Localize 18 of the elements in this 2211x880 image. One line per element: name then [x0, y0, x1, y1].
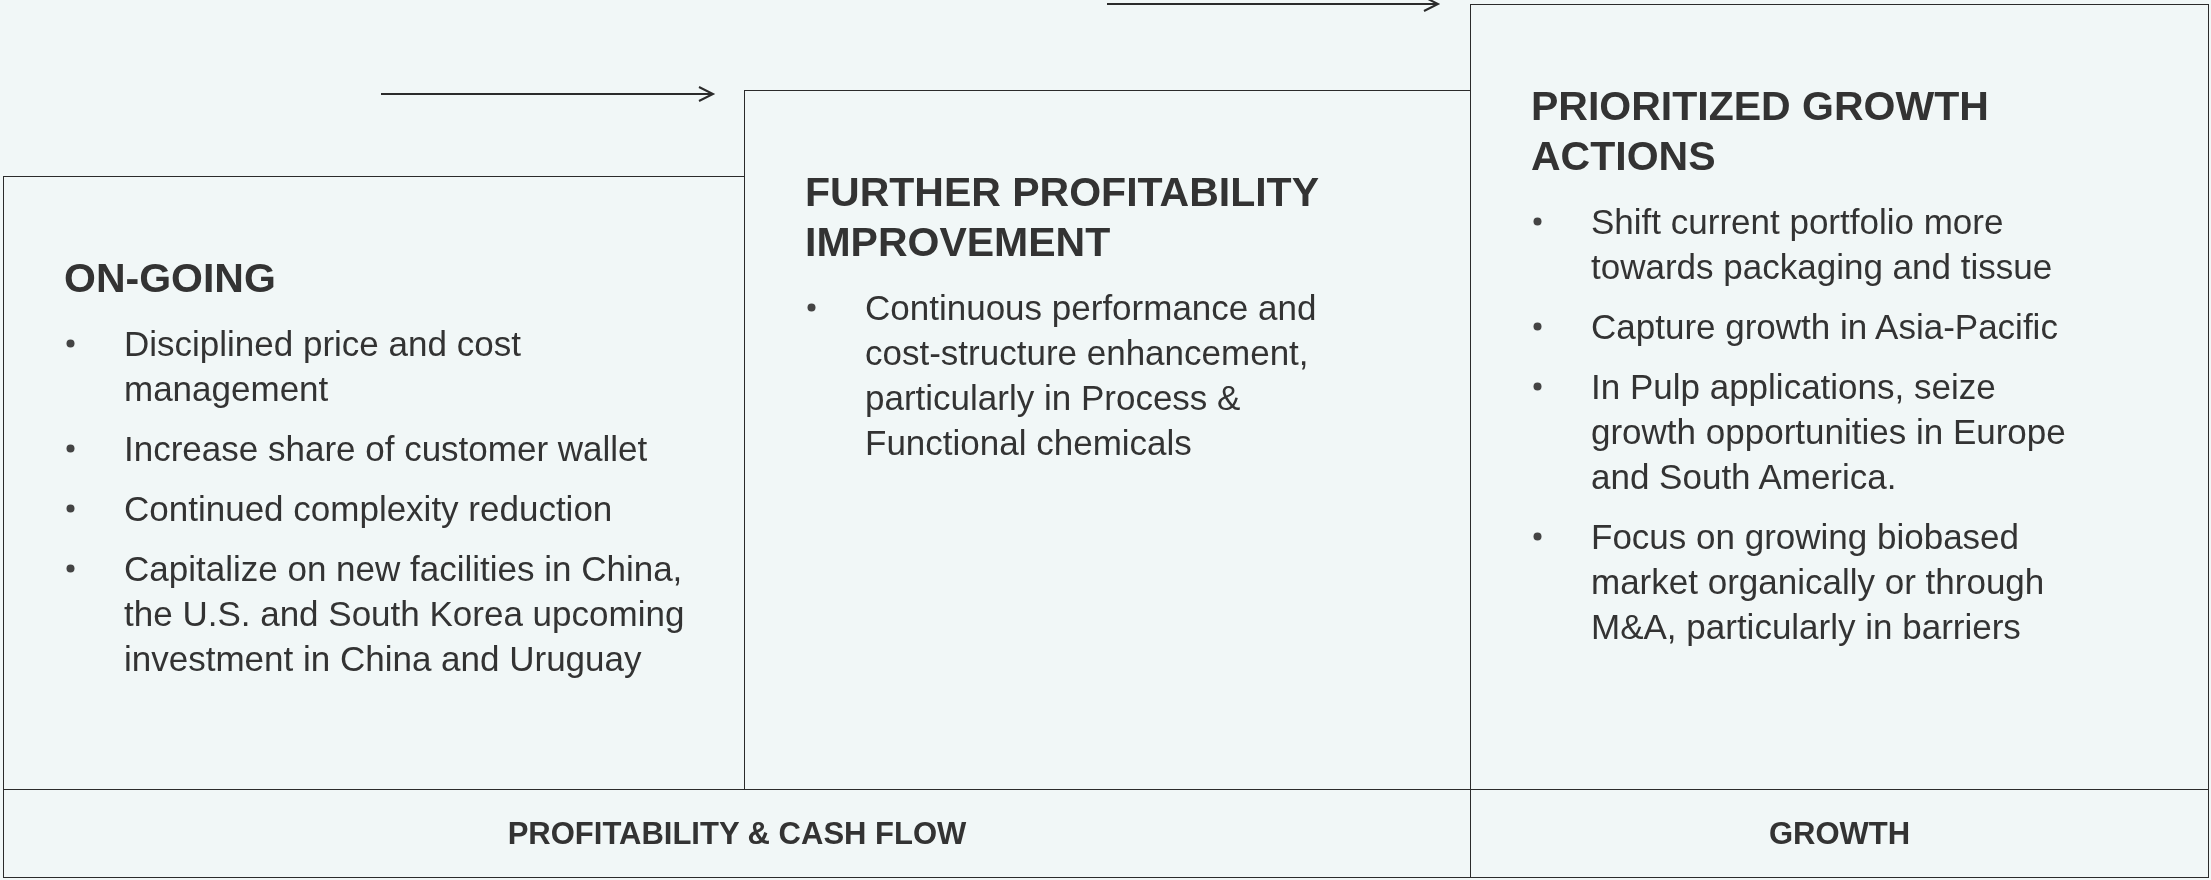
bullet-text: Continued complexity reduction: [124, 488, 613, 530]
step-box: [1470, 4, 2209, 790]
bullet-text: Focus on growing biobased market organically or through M&A, particularly in barriers: [1591, 516, 2046, 648]
category-label: GROWTH: [1768, 815, 1911, 852]
bullet-text: Increase share of customer wallet: [124, 428, 648, 470]
bullet-text: Capitalize on new facilities in China, the U.S. and South Korea upcoming investment in China and Uruguay: [124, 548, 686, 680]
step-heading: PRIORITIZED GROWTH ACTIONS: [1531, 82, 1990, 181]
bullet-text: Continuous performance and cost-structure enhancement, particularly in Process & Functional chemicals: [865, 287, 1318, 464]
step-heading: FURTHER PROFITABILITY IMPROVEMENT: [805, 168, 1320, 267]
step-heading: ON-GOING: [64, 254, 277, 303]
category-band: [3, 789, 1471, 878]
bullet-text: Capture growth in Asia-Pacific: [1591, 306, 2058, 348]
bullet-text: Shift current portfolio more towards packaging and tissue: [1591, 201, 2054, 288]
category-band: [1470, 789, 2209, 878]
bullet-text: In Pulp applications, seize growth opportunities in Europe and South America.: [1591, 366, 2067, 498]
bullet-text: Disciplined price and cost management: [124, 323, 522, 410]
category-label: PROFITABILITY & CASH FLOW: [507, 815, 967, 852]
step-box: [3, 176, 745, 790]
